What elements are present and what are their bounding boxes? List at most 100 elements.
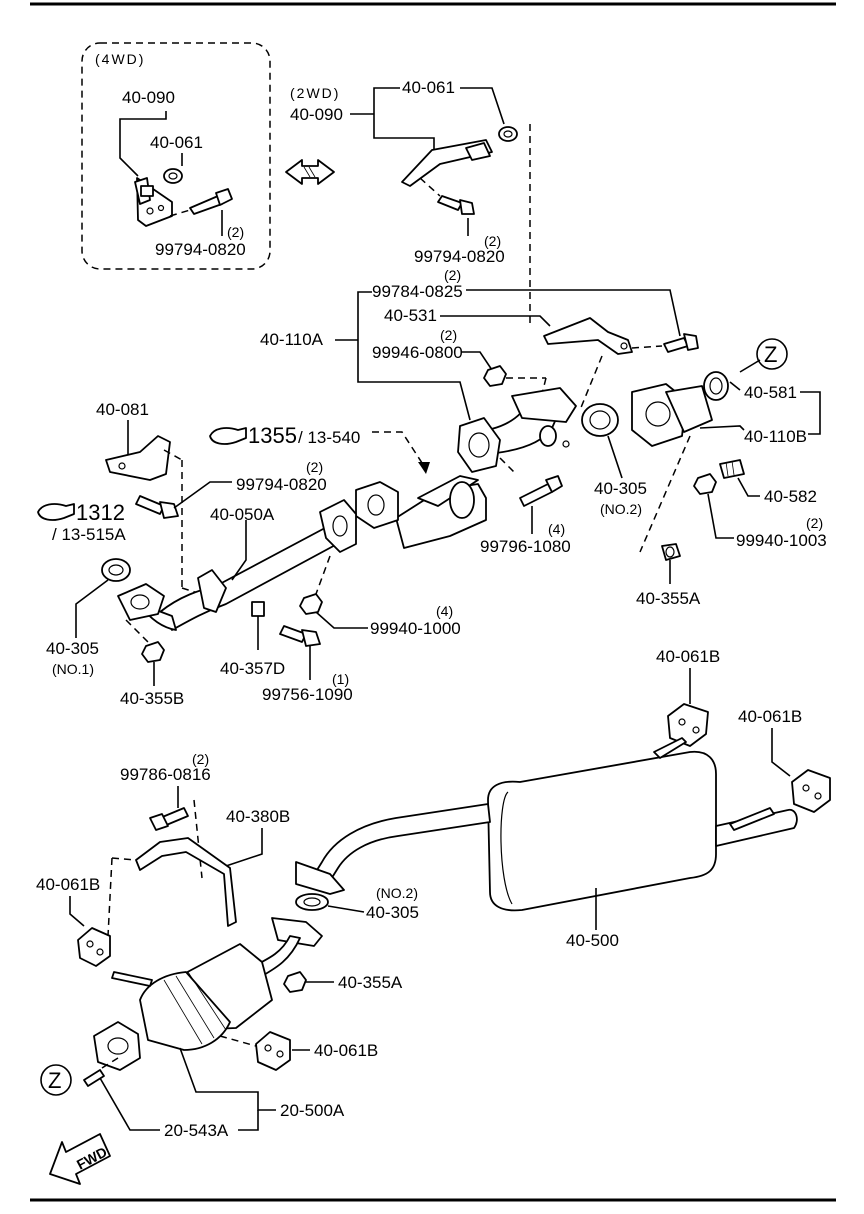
- leader-40-305-no1: [75, 579, 109, 638]
- muffler-body: [487, 750, 717, 912]
- dash-40-110A-down: [499, 457, 517, 475]
- part-label-40-357D: 40-357D: [220, 659, 285, 678]
- bracket-40-531: [543, 317, 633, 355]
- leader-99940-1000: [315, 611, 368, 629]
- part-label-40-355A-bottom: 40-355A: [338, 973, 403, 992]
- part-label-99940-1000: 99940-1000: [370, 619, 461, 638]
- gasket-40-305-no1-inner: [108, 564, 124, 576]
- bolt-99784-head: [683, 333, 699, 351]
- rubber-hanger-40-061B-c-hole1: [86, 940, 94, 948]
- bolt-99794-mid: [135, 495, 165, 515]
- nut-99946: [483, 365, 507, 387]
- part-label-2wd-40-061: 40-061: [402, 78, 455, 97]
- spring-coil-2: [731, 460, 735, 476]
- bolt-99796-head: [545, 475, 563, 493]
- rubber-hanger-40-061B-d-hole2: [276, 1050, 284, 1058]
- bracket-40-531-hole: [620, 342, 628, 350]
- dash-1355-arrow: [372, 431, 425, 467]
- part-label-40-355B: 40-355B: [120, 689, 184, 708]
- leader-20-543A: [99, 1077, 160, 1131]
- bolt-99756: [279, 625, 307, 643]
- bolt-4wd-head: [215, 188, 233, 206]
- bolt-2wd-head: [459, 199, 475, 215]
- hanger-bracket-4wd-hole: [146, 207, 154, 215]
- leader-40-582: [737, 477, 760, 497]
- muffler-tailpipe: [715, 808, 798, 847]
- gasket-40-305-bottom-inner: [303, 897, 321, 907]
- dash-99786: [193, 799, 203, 879]
- bushing-40-355A-top: [661, 543, 681, 561]
- catalyst-device-1355-block: [355, 481, 399, 529]
- pipe-40-110B-hole: [645, 401, 671, 427]
- leader-20-500A: [179, 1047, 276, 1111]
- qty-99796: (4): [548, 521, 565, 537]
- part-label-20-543A: 20-543A: [164, 1121, 229, 1140]
- part-label-40-305-no1: 40-305: [46, 639, 99, 658]
- dash-40-380B-2: [107, 857, 113, 937]
- part-label-99796-1080: 99796-1080: [480, 537, 571, 556]
- catalytic-converter-inlet-hole: [107, 1037, 129, 1055]
- dash-40-110B-down: [639, 435, 691, 553]
- pipe-40-110B-group: Z 40-305 (NO.2) 40-581 40-110B 40-582 (2…: [581, 338, 827, 608]
- front-pipe-clamp: [197, 569, 227, 613]
- muffler-hanger-rod: [653, 737, 687, 759]
- bolt-2wd: [437, 195, 463, 211]
- pipe-40-110A-inlet-flange: [457, 417, 501, 473]
- part-label-40-582: 40-582: [764, 487, 817, 506]
- part-label-99786-0816: 99786-0816: [120, 765, 211, 784]
- ring-40-581-inner: [709, 377, 723, 395]
- part-label-40-305-bottom: 40-305: [366, 903, 419, 922]
- bracket-40-110A: [357, 291, 471, 421]
- rubber-hanger-40-061B-a: [667, 703, 709, 747]
- part-label-40-110B: 40-110B: [744, 427, 807, 446]
- gasket-40-305-no2: [581, 403, 619, 437]
- callout-1355: 1355: [248, 423, 297, 448]
- muffler-body-edge: [500, 791, 513, 905]
- catalytic-converter-sensor-rod: [111, 971, 153, 987]
- catalyst-device-1355-end: [449, 481, 475, 519]
- part-label-2wd-bolt: 99794-0820: [414, 247, 505, 266]
- pipe-40-110A-stud: [562, 440, 570, 448]
- muffler-inlet-flange: [295, 861, 345, 895]
- hanger-bracket-2wd-tip: [465, 142, 491, 161]
- front-pipe-flange-right-hole: [332, 515, 348, 537]
- label-2wd: (2WD): [290, 85, 340, 101]
- callout-13-515A: / 13-515A: [52, 525, 126, 544]
- z-marker-top: [756, 338, 788, 370]
- gasket-40-305-no1: [101, 558, 131, 582]
- nut-99940-1000: [299, 593, 323, 615]
- dash-sensor: [101, 1057, 119, 1069]
- pipe-40-110A-inlet-hole: [468, 432, 490, 458]
- part-label-40-061B-b: 40-061B: [738, 707, 802, 726]
- part-label-no1: (NO.1): [52, 661, 94, 677]
- part-label-4wd-bolt: 99794-0820: [155, 240, 246, 259]
- qty-99946: (2): [440, 327, 457, 343]
- clip-40-357D: [251, 601, 265, 617]
- leader-40-110B: [699, 425, 745, 431]
- rubber-bushing-4wd-inner: [168, 172, 178, 180]
- part-label-2wd-qty: (2): [484, 233, 501, 249]
- leader-99940-1003: [707, 493, 734, 539]
- leader-2wd-bracket: [373, 87, 435, 150]
- bracket-40-380B: [135, 837, 237, 927]
- dash-bolt-99784: [631, 345, 663, 349]
- part-label-40-061B-a: 40-061B: [656, 647, 720, 666]
- pipe-40-110B-body: [665, 385, 713, 433]
- dash-99940-1000: [315, 555, 331, 595]
- arrowhead-1355: [418, 462, 430, 474]
- label-4wd: (4WD): [95, 51, 145, 67]
- rubber-bushing-2wd: [498, 126, 518, 142]
- qty-99940-1000: (4): [436, 603, 453, 619]
- part-label-4wd-qty: (2): [227, 224, 244, 240]
- bracket-40-081-hole: [118, 462, 126, 470]
- bolt-99786-head: [149, 813, 169, 831]
- z-marker-bottom: [40, 1064, 72, 1096]
- part-label-40-081: 40-081: [96, 400, 149, 419]
- part-label-40-061B-c: 40-061B: [36, 875, 100, 894]
- part-label-99946-0800: 99946-0800: [372, 343, 463, 362]
- leader-40-581: [729, 381, 741, 391]
- leader-99784: [466, 289, 681, 337]
- hanger-bracket-4wd-hole2: [157, 204, 165, 212]
- bracket-40-110B: [800, 391, 821, 435]
- inset-4wd-border: [81, 42, 271, 270]
